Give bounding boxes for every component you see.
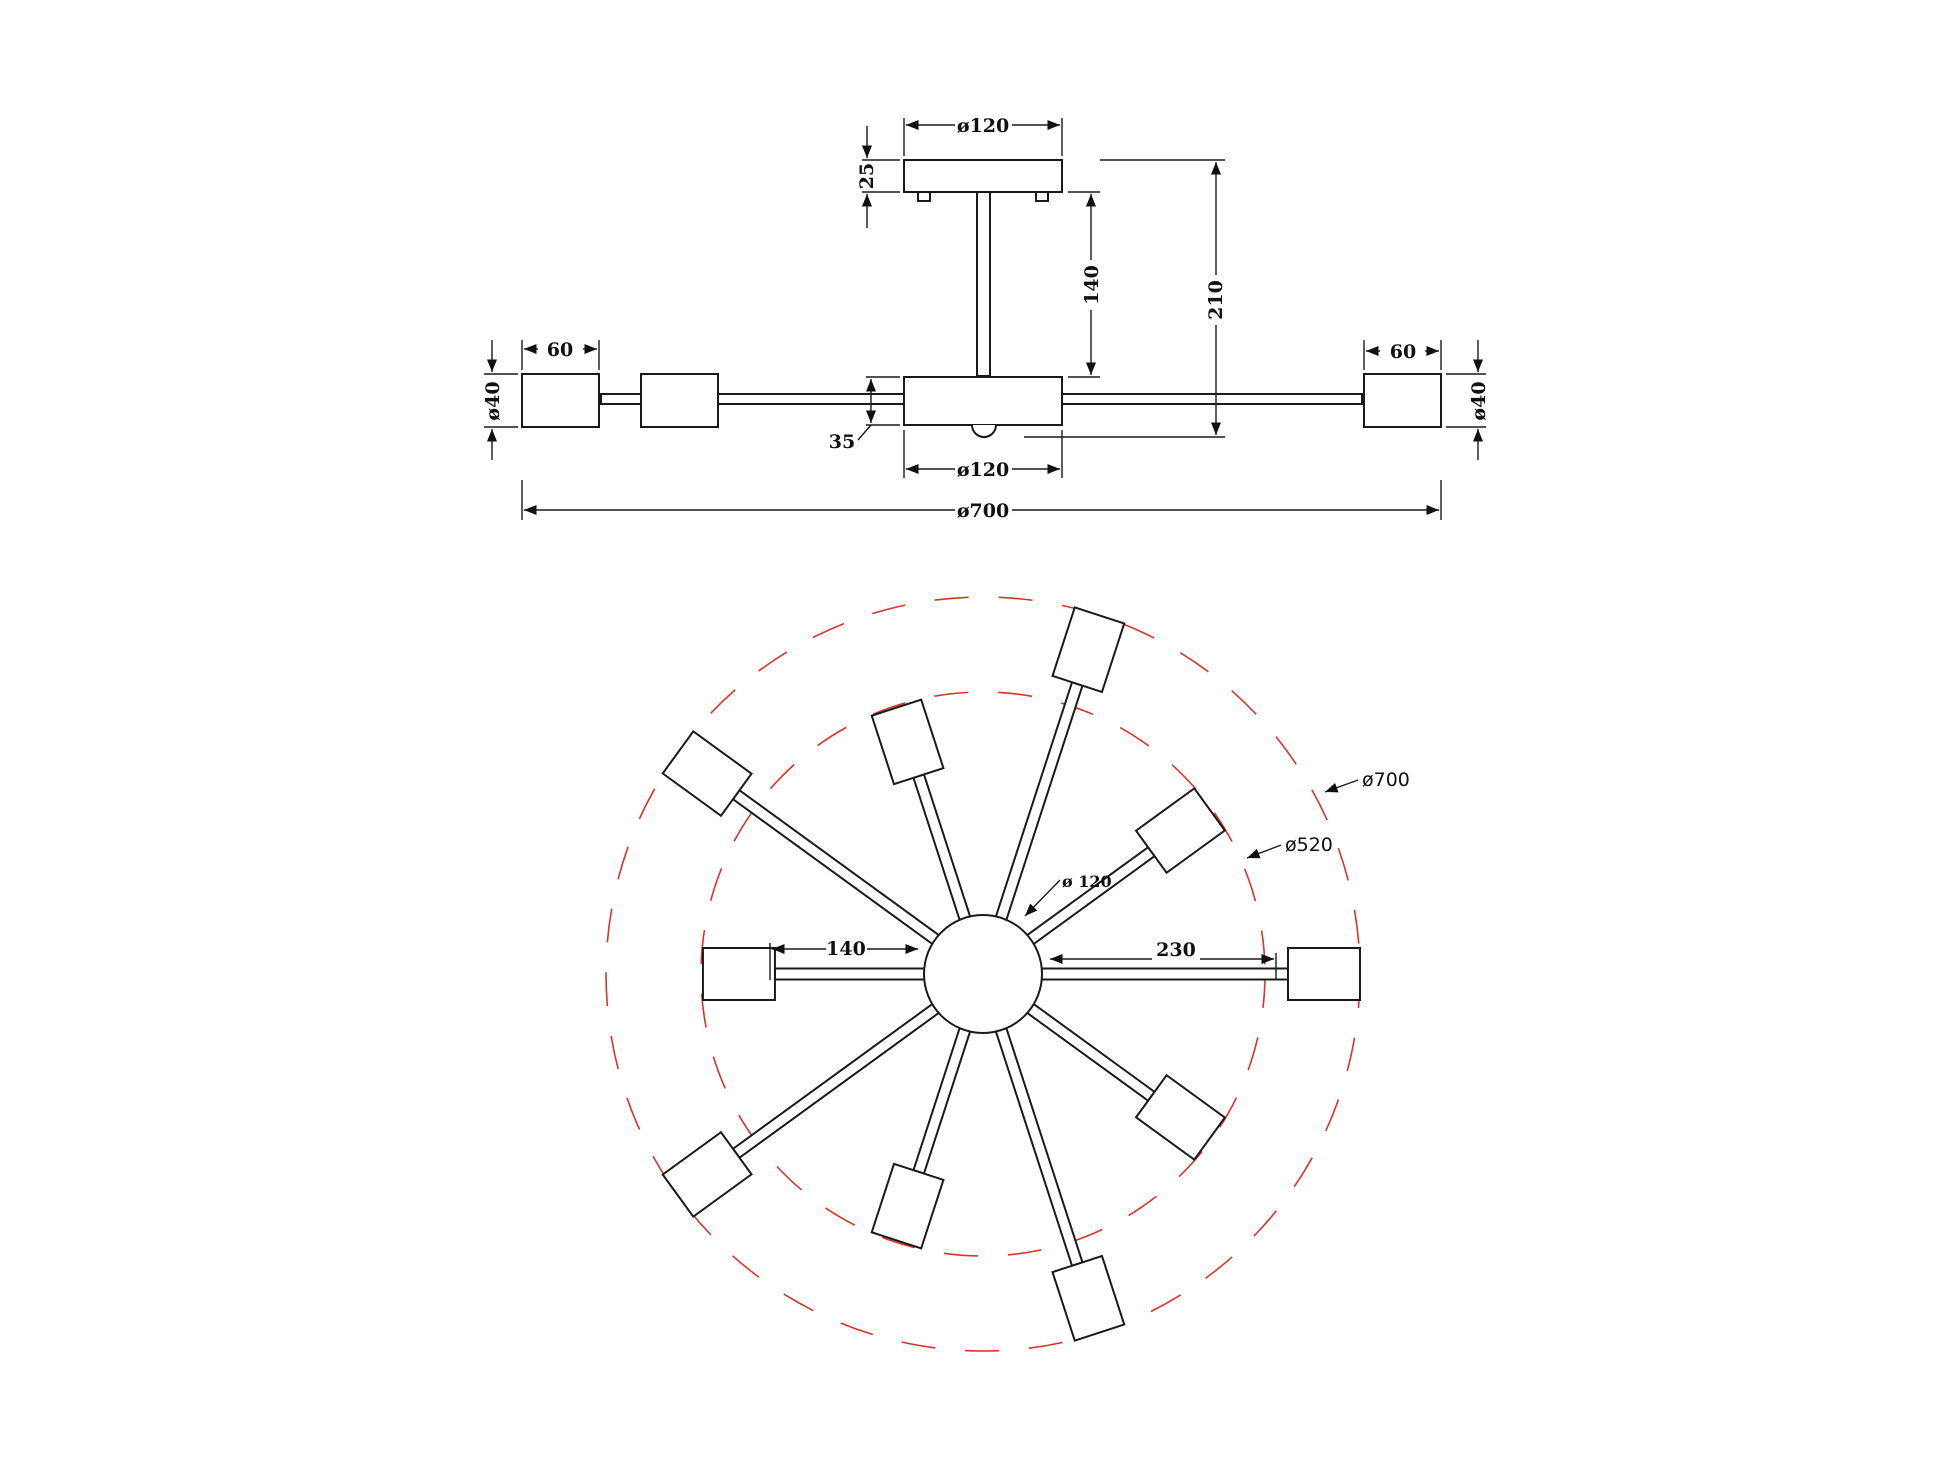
dim-shade-diameter-left: ø40 [482,381,504,420]
arm-right [1061,393,1363,405]
arm-rod [1037,967,1289,981]
arm-rod [993,1023,1084,1268]
dim-total-height: 210 [1205,280,1227,320]
arm-shade [1051,606,1126,694]
dim-short-arm: 140 [826,938,866,960]
arm-shade [1051,1254,1126,1342]
arm-rod [1022,1000,1156,1103]
dim-hub-diameter: ø120 [957,459,1009,481]
dim-shade-length-right: 60 [1390,341,1416,363]
canopy-screw-right [1035,191,1049,202]
arm-rod [731,788,944,948]
dim-overall-diameter: ø700 [957,500,1009,522]
dim-hub-height: 35 [829,431,855,453]
arm-shade [1134,786,1227,875]
arm-3 [870,698,973,925]
canopy [903,159,1063,193]
arm-shade [870,1162,945,1250]
arm-rod [731,1000,944,1160]
arm-left-outer [600,393,642,405]
suspension-rod [976,191,991,377]
dim-rod-length: 140 [1081,265,1103,305]
top-view: ø700 ø520 ø 120 140 230 [605,596,1410,1352]
hub [903,376,1063,426]
arm-10 [1022,1000,1227,1162]
arm-rod [773,967,929,981]
arm-shade [870,698,945,786]
label-hub-diameter: ø 120 [1062,872,1112,891]
arm-rod [912,1023,973,1175]
hub-top [923,914,1043,1034]
label-outer-diameter: ø700 [1362,769,1410,791]
arm-shade [1134,1073,1227,1162]
label-inner-diameter: ø520 [1285,834,1333,856]
arm-shade [661,729,753,818]
side-view: ø120 25 140 210 60 60 [482,115,1490,522]
dim-shade-diameter-right: ø40 [1468,381,1490,420]
arm-shade [1287,947,1361,1001]
arm-6 [701,947,929,1001]
dim-shade-length-left: 60 [547,339,573,361]
shade-right [1363,373,1442,428]
shade-left-outer [521,373,600,428]
arm-9 [993,1023,1126,1342]
dim-canopy-diameter: ø120 [957,115,1009,137]
arm-1 [1037,947,1361,1001]
dim-canopy-height: 25 [856,163,878,189]
arm-shade [701,947,776,1001]
dim-long-arm: 230 [1156,939,1196,961]
canopy-screw-left [917,191,931,202]
arm-8 [870,1023,973,1250]
arm-shade [661,1130,753,1219]
hub-knob [971,424,997,438]
arm-2 [993,606,1126,925]
arms-group [661,606,1361,1342]
shade-left-inner [640,373,719,428]
arm-rod [912,773,973,925]
arm-5 [1022,786,1227,948]
